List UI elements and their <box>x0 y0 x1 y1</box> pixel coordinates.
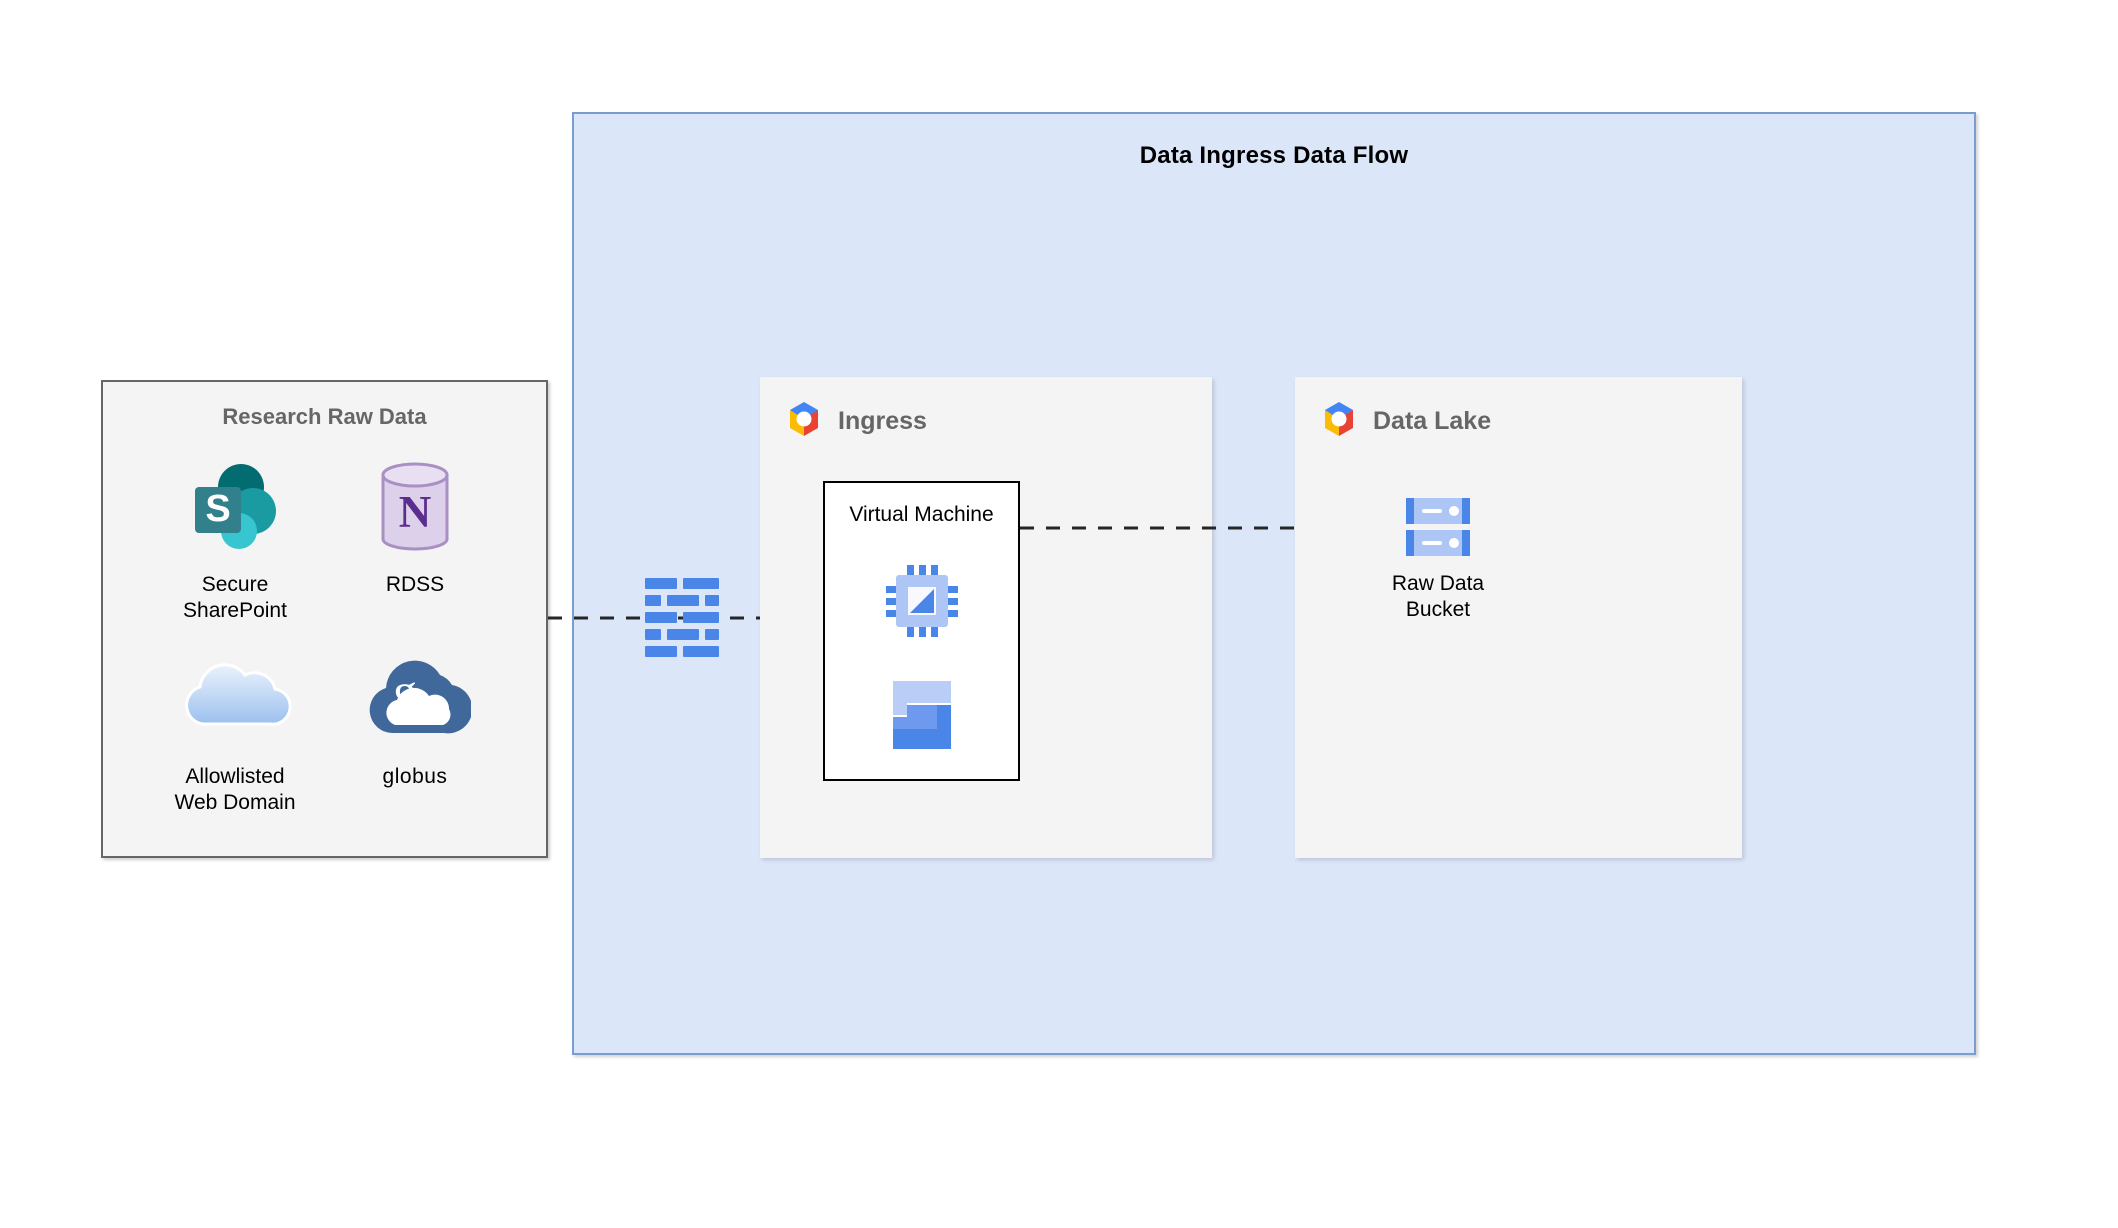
compute-engine-cpu-icon <box>885 565 958 642</box>
diagram-title: Data Ingress Data Flow <box>1139 142 1409 169</box>
database-icon: N <box>325 452 505 562</box>
source-rdss[interactable]: N RDSS <box>325 452 505 598</box>
svg-text:N: N <box>399 487 432 537</box>
cloud-icon <box>145 644 325 754</box>
sharepoint-icon: S <box>145 452 325 562</box>
virtual-machine-box[interactable]: Virtual Machine <box>823 481 1020 781</box>
svg-text:g: g <box>393 665 417 718</box>
data-lake-panel: Data Lake <box>1295 377 1742 858</box>
research-raw-data-title: Research Raw Data <box>222 404 427 429</box>
data-lake-panel-header: Data Lake <box>1319 399 1491 444</box>
research-raw-data-box: Research Raw Data S Secure SharePoint <box>101 380 548 858</box>
raw-data-bucket-label: Raw Data Bucket <box>1391 572 1485 621</box>
source-label-rdss: RDSS <box>385 573 445 596</box>
source-globus[interactable]: g globus <box>325 644 505 790</box>
source-label-globus: globus <box>382 765 448 788</box>
raw-data-bucket[interactable]: Raw Data Bucket <box>1358 496 1518 622</box>
dataflow-icon <box>889 679 955 756</box>
firewall-icon <box>643 578 721 663</box>
source-allowlisted-web-domain[interactable]: Allowlisted Web Domain <box>145 644 325 815</box>
svg-text:S: S <box>205 488 230 530</box>
data-lake-panel-title: Data Lake <box>1373 407 1492 435</box>
virtual-machine-label: Virtual Machine <box>849 503 994 526</box>
source-secure-sharepoint[interactable]: S Secure SharePoint <box>145 452 325 623</box>
source-label-sharepoint: Secure SharePoint <box>183 573 287 622</box>
source-label-web-domain: Allowlisted Web Domain <box>174 765 296 814</box>
ingress-panel-title: Ingress <box>838 407 927 435</box>
gcp-hexagon-icon <box>784 399 824 444</box>
cloud-storage-icon <box>1358 496 1518 563</box>
globus-icon: g <box>325 644 505 754</box>
gcp-hexagon-icon <box>1319 399 1359 444</box>
ingress-panel-header: Ingress <box>784 399 927 444</box>
